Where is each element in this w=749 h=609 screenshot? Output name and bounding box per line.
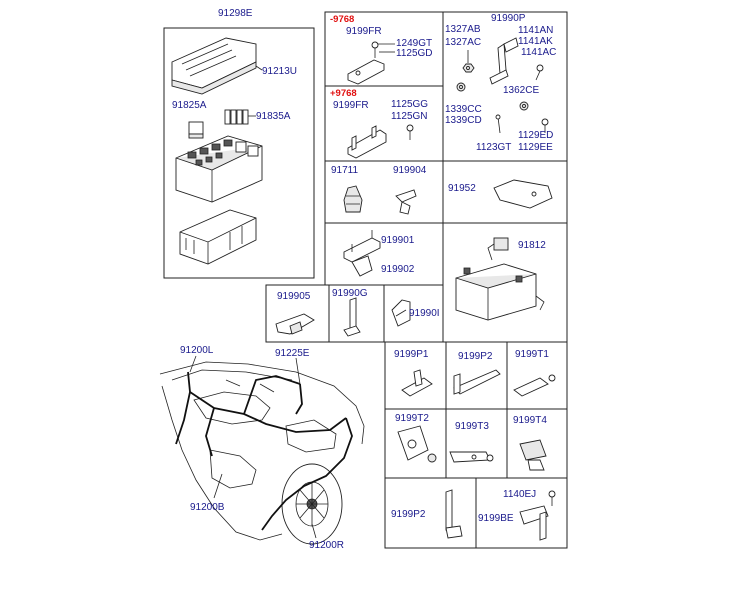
label-91825a: 91825A bbox=[172, 100, 207, 111]
screw-1141ac bbox=[535, 64, 544, 81]
label-1327ac: 1327AC bbox=[445, 37, 481, 48]
panel-9199T3 bbox=[445, 408, 508, 479]
grommet-91711 bbox=[343, 185, 363, 213]
label-919901: 919901 bbox=[381, 235, 415, 246]
clip-91990p bbox=[489, 37, 519, 85]
label-1123gt: 1123GT bbox=[476, 142, 511, 153]
label-1129ed: 1129ED bbox=[518, 130, 553, 141]
nut-1327ab bbox=[462, 63, 475, 73]
label-9199be: 9199BE bbox=[478, 513, 514, 524]
panel-frames bbox=[163, 11, 568, 549]
fuse-box-panel bbox=[163, 27, 315, 279]
bracket-9199p2b bbox=[445, 489, 463, 539]
label-1141ak: 1141AK bbox=[518, 36, 553, 47]
bracket-9199be bbox=[519, 505, 549, 541]
label-91298e: 91298E bbox=[218, 8, 253, 19]
sensor-91812 bbox=[487, 237, 509, 261]
label-1125gd: 1125GD bbox=[396, 48, 433, 59]
label-9199p2b: 9199P2 bbox=[391, 509, 426, 520]
screw-1129ed bbox=[541, 118, 549, 133]
label-91200r: 91200R bbox=[309, 540, 344, 551]
label-9199t2: 9199T2 bbox=[395, 413, 429, 424]
label-91990i: 91990I bbox=[409, 308, 440, 319]
fuse-box-lower-case bbox=[179, 209, 257, 265]
bracket-9199t4 bbox=[519, 439, 547, 471]
bracket-91990i bbox=[391, 299, 411, 327]
label-1129ee: 1129EE bbox=[518, 142, 553, 153]
relay-91825a bbox=[188, 121, 204, 139]
label-9199fr-late: 9199FR bbox=[333, 100, 369, 111]
label-1339cc: 1339CC bbox=[445, 104, 482, 115]
label-9199t1: 9199T1 bbox=[515, 349, 549, 360]
label-minus-9768: -9768 bbox=[330, 14, 354, 25]
label-91952: 91952 bbox=[448, 183, 476, 194]
vehicle-body-illustration bbox=[159, 361, 365, 541]
label-91225e: 91225E bbox=[275, 348, 310, 359]
label-91200b: 91200B bbox=[190, 502, 225, 513]
label-91990g: 91990G bbox=[332, 288, 368, 299]
bracket-9199p1 bbox=[401, 369, 433, 397]
label-91213u: 91213U bbox=[262, 66, 297, 77]
nut-1339cc bbox=[456, 82, 466, 92]
panel-bracket-919901 bbox=[324, 222, 444, 286]
clip-919904 bbox=[395, 189, 417, 215]
bracket-919901 bbox=[343, 230, 381, 263]
label-91200l: 91200L bbox=[180, 345, 214, 356]
label-91812: 91812 bbox=[518, 240, 546, 251]
fuse-box-cover bbox=[171, 37, 257, 95]
bracket-9199p2a bbox=[453, 369, 501, 395]
label-919904: 919904 bbox=[393, 165, 427, 176]
label-919902: 919902 bbox=[381, 264, 415, 275]
label-1125gn: 1125GN bbox=[391, 111, 428, 122]
label-1327ab: 1327AB bbox=[445, 24, 481, 35]
leader-lines bbox=[189, 355, 317, 539]
vehicle-wheel bbox=[281, 463, 343, 545]
label-9199p1: 9199P1 bbox=[394, 349, 429, 360]
panel-9199BE bbox=[475, 477, 568, 549]
screw-1125gn bbox=[406, 124, 414, 140]
fuse-box-body bbox=[175, 135, 263, 203]
battery bbox=[455, 263, 545, 321]
wiring-harness bbox=[175, 371, 353, 531]
label-1339cd: 1339CD bbox=[445, 115, 482, 126]
bracket-9199t3 bbox=[449, 451, 494, 463]
label-919905: 919905 bbox=[277, 291, 311, 302]
label-1141an: 1141AN bbox=[518, 25, 553, 36]
nut-1362ce bbox=[519, 101, 529, 111]
bracket-9199fr-early bbox=[347, 59, 385, 85]
label-9199p2a: 9199P2 bbox=[458, 351, 493, 362]
label-1140ej: 1140EJ bbox=[503, 489, 536, 500]
bracket-919902 bbox=[351, 255, 373, 277]
bracket-9199t1 bbox=[513, 374, 556, 397]
fuse-91835a bbox=[224, 109, 249, 125]
label-91835a: 91835A bbox=[256, 111, 291, 122]
label-91711: 91711 bbox=[331, 165, 359, 176]
label-1362ce: 1362CE bbox=[503, 85, 539, 96]
label-9199fr-early: 9199FR bbox=[346, 26, 382, 37]
label-1141ac: 1141AC bbox=[521, 47, 556, 58]
bracket-9199fr-late bbox=[347, 125, 387, 159]
label-91990p: 91990P bbox=[491, 13, 526, 24]
bolt-1249gt bbox=[371, 41, 379, 58]
bracket-91952 bbox=[493, 179, 553, 209]
part-labels: 91298E 91213U 91825A 91835A -9768 9199FR… bbox=[172, 8, 556, 551]
bracket-91990g bbox=[343, 297, 361, 337]
label-1249gt: 1249GT bbox=[396, 38, 432, 49]
label-9199t4: 9199T4 bbox=[513, 415, 547, 426]
bracket-9199t2 bbox=[397, 425, 437, 463]
bracket-919905 bbox=[275, 313, 315, 335]
label-plus-9768: +9768 bbox=[330, 88, 357, 99]
bolt-1140ej bbox=[548, 490, 556, 506]
label-9199t3: 9199T3 bbox=[455, 421, 489, 432]
label-1125gg: 1125GG bbox=[391, 99, 428, 110]
screw-1123gt bbox=[495, 114, 501, 134]
